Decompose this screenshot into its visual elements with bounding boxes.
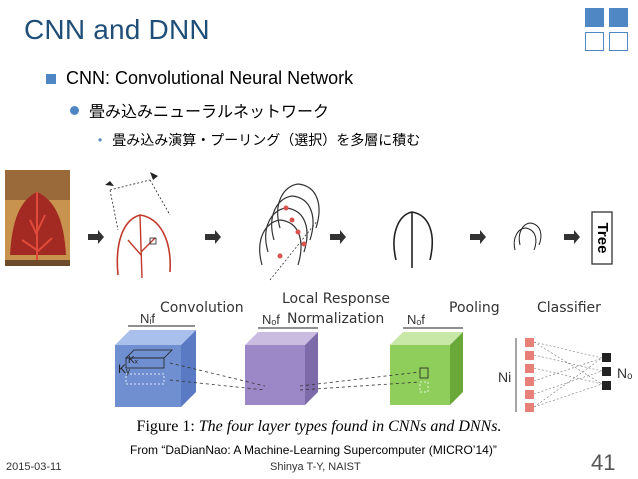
- output-label: Tree: [594, 223, 611, 254]
- pool-cube: [390, 332, 463, 405]
- stage-label-pooling: Pooling: [449, 300, 500, 316]
- footer-author: Shinya T-Y, NAIST: [270, 461, 361, 473]
- circle-bullet-icon: [70, 105, 79, 115]
- stage-label-lrn-2: Normalization: [287, 311, 384, 327]
- bullet-text: CNN: Convolutional Neural Network: [66, 68, 354, 88]
- pooling-sketch: [393, 211, 434, 268]
- figure-caption: Figure 1: The four layer types found in …: [0, 418, 638, 436]
- arrow-icon: [88, 230, 104, 244]
- lrn-stack-sketch: [259, 183, 320, 281]
- square-bullet-icon: [46, 73, 56, 84]
- lrn-neuron-dots: [277, 205, 307, 259]
- caption-prefix: Figure 1:: [136, 418, 195, 435]
- conv-kx-label: Kₓ: [128, 355, 139, 366]
- arrow-icon: [564, 230, 580, 244]
- corner-logo: [585, 8, 631, 54]
- classifier-sketch: [513, 222, 542, 251]
- connection-lines: [169, 362, 421, 391]
- arrow-icon: [205, 230, 221, 244]
- bullet-text: 畳み込みニューラルネットワーク: [89, 104, 330, 121]
- classifier-no-label: Nₒ: [617, 365, 632, 381]
- classifier-input-neurons: [525, 338, 534, 412]
- corner-square: [585, 8, 604, 27]
- corner-square: [609, 32, 628, 51]
- bullet-text: 畳み込み演算・プーリング（選択）を多層に積む: [112, 132, 421, 148]
- slide-title: CNN and DNN: [24, 14, 210, 45]
- classifier-ni-label: Ni: [498, 369, 511, 385]
- dot-bullet-icon: •: [98, 133, 103, 147]
- footer-date: 2015-03-11: [6, 461, 62, 473]
- stage-label-convolution: Convolution: [160, 300, 244, 316]
- conv-cube: [115, 330, 196, 407]
- lrn-nof-label: Nₒf: [262, 312, 280, 327]
- input-tree-photo: [5, 170, 70, 266]
- output-box: [591, 211, 613, 265]
- bullet-level1: CNN: Convolutional Neural Network: [46, 68, 353, 89]
- stage-label-classifier: Classifier: [537, 300, 601, 316]
- corner-square: [585, 32, 604, 51]
- classifier-connections: [533, 341, 603, 408]
- conv-feature-sketch: [105, 172, 171, 279]
- conv-nif-label: Nᵢf: [140, 311, 155, 326]
- slide-number: 41: [591, 450, 616, 475]
- pool-nof-label: Nₒf: [407, 312, 425, 327]
- conv-ky-label: Kᵧ: [118, 362, 130, 376]
- corner-square: [609, 8, 628, 27]
- caption-text: The four layer types found in CNNs and D…: [198, 418, 502, 435]
- arrow-icon: [470, 230, 486, 244]
- bullet-level2: 畳み込みニューラルネットワーク: [70, 98, 329, 122]
- arrow-icon: [330, 230, 346, 244]
- bullet-level3: • 畳み込み演算・プーリング（選択）を多層に積む: [98, 130, 420, 150]
- source-citation: From “DaDianNao: A Machine-Learning Supe…: [130, 443, 497, 457]
- classifier-output-neurons: [602, 353, 611, 390]
- lrn-cube: [245, 332, 318, 405]
- cnn-figure: Tree Convolution Local Response Normaliz…: [5, 170, 632, 412]
- stage-label-lrn-1: Local Response: [282, 291, 390, 307]
